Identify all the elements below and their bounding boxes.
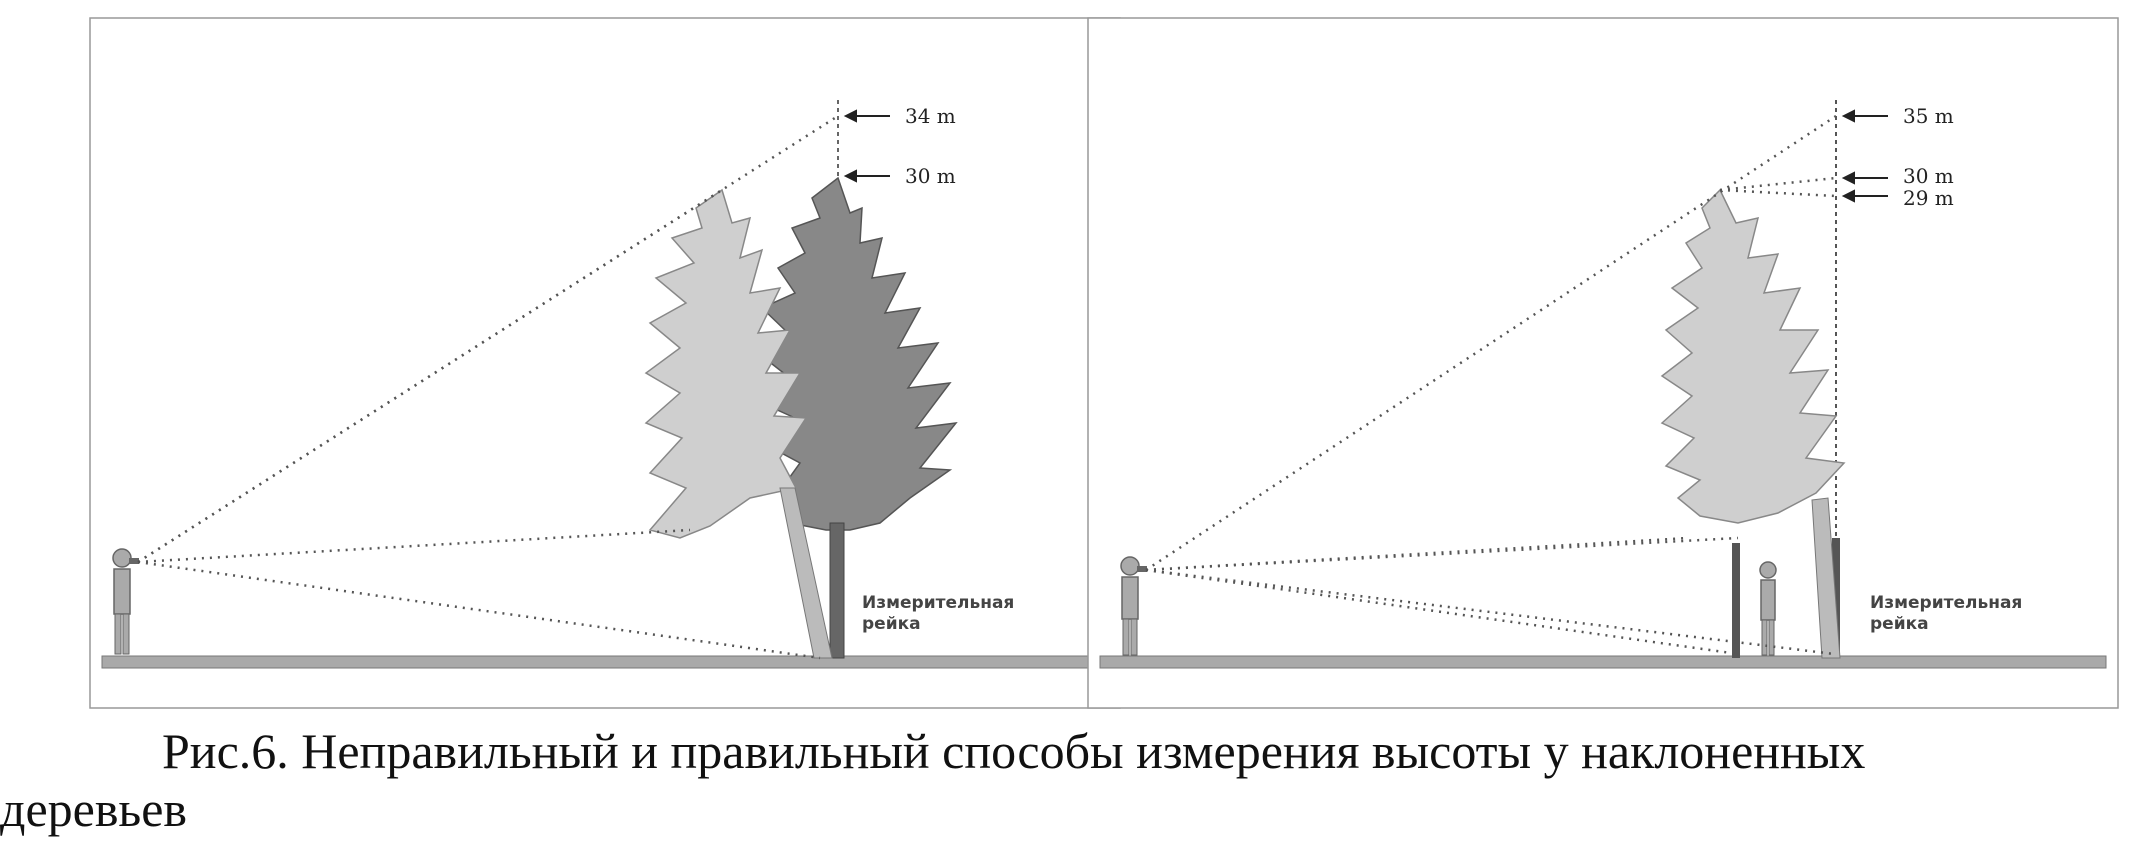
caption-line-2: деревьев [0, 781, 188, 837]
height-marker-29m: 29 m [1903, 186, 1954, 210]
leaning-trunk [1811, 497, 1841, 659]
height-marker-arrows [843, 109, 890, 183]
correct-method-panel: 35 m 30 m 29 m Измерительная рейка [1087, 17, 2119, 709]
sight-lines [1145, 114, 1837, 656]
figure-caption: Рис.6. Неправильный и правильный способы… [0, 722, 2150, 838]
observer-figure [1120, 556, 1147, 656]
height-marker-30m: 30 m [905, 164, 956, 188]
correct-method-diagram [1087, 17, 2119, 709]
leaning-trunk [779, 487, 833, 659]
height-marker-arrows [1841, 109, 1888, 203]
height-marker-30m: 30 m [1903, 164, 1954, 188]
height-marker-34m: 34 m [905, 104, 956, 128]
measuring-rod-label: Измерительная рейка [1870, 593, 2023, 634]
caption-line-1: Рис.6. Неправильный и правильный способы… [162, 723, 1866, 779]
measuring-rod-label: Измерительная рейка [862, 593, 1015, 634]
sight-lines [137, 114, 839, 660]
height-marker-35m: 35 m [1903, 104, 1954, 128]
tree-leaning-light [644, 188, 833, 659]
panel-frame [89, 17, 1121, 709]
tree-upright-dark [756, 176, 958, 659]
second-rod [1732, 543, 1740, 658]
ground [1099, 655, 2107, 669]
observer-figure [112, 548, 139, 655]
incorrect-method-panel: 34 m 30 m Измерительная рейка [89, 17, 1121, 709]
tree-trunk [829, 522, 845, 659]
helper-figure [1759, 561, 1777, 656]
tree-leaning-light [1660, 188, 1846, 659]
incorrect-method-diagram [89, 17, 1121, 709]
ground [101, 655, 1109, 669]
panel-frame [1087, 17, 2119, 709]
